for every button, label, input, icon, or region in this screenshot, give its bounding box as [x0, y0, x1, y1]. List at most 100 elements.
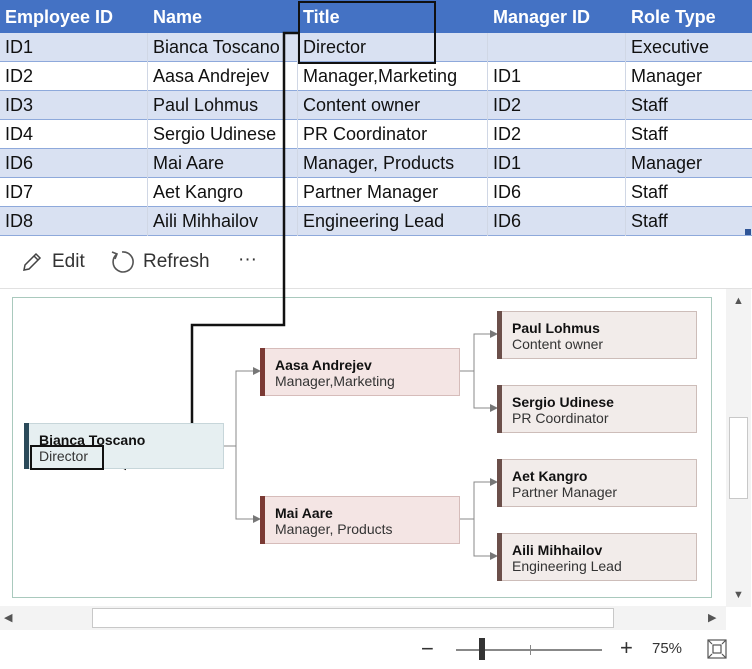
- org-node-staff[interactable]: Sergio Udinese PR Coordinator: [497, 385, 697, 433]
- header-title[interactable]: Title: [303, 7, 340, 27]
- node-name: Paul Lohmus: [512, 320, 600, 336]
- cell-employee-id[interactable]: ID1: [0, 33, 148, 62]
- cell-manager-id[interactable]: ID1: [488, 149, 626, 178]
- connector-manager1-staff-1: [460, 330, 498, 372]
- zoom-level-label: 75%: [652, 640, 683, 657]
- cell-title[interactable]: Manager, Products: [298, 149, 488, 178]
- cell-name[interactable]: Paul Lohmus: [148, 91, 298, 120]
- node-accent-bar: [497, 533, 502, 581]
- scroll-right-arrow-icon[interactable]: ▶: [708, 612, 717, 624]
- cell-employee-id[interactable]: ID4: [0, 120, 148, 149]
- cell-role-type[interactable]: Staff: [631, 211, 668, 231]
- scroll-left-arrow-icon[interactable]: ◀: [4, 612, 13, 624]
- org-node-staff[interactable]: Aili Mihhailov Engineering Lead: [497, 533, 697, 581]
- table-resize-handle[interactable]: [745, 229, 751, 235]
- toolbar-divider: [0, 288, 752, 289]
- zoom-slider-thumb[interactable]: [479, 638, 485, 660]
- cell-manager-id[interactable]: ID6: [488, 178, 626, 207]
- cell-title[interactable]: Manager,Marketing: [298, 62, 488, 91]
- cell-name[interactable]: Bianca Toscano: [148, 33, 298, 62]
- zoom-slider-midpoint: [530, 645, 531, 655]
- node-name: Aet Kangro: [512, 468, 588, 484]
- table-row[interactable]: ID6 Mai Aare Manager, Products ID1 Manag…: [0, 149, 752, 178]
- cell-manager-id[interactable]: ID1: [488, 62, 626, 91]
- table-row[interactable]: ID8 Aili Mihhailov Engineering Lead ID6 …: [0, 207, 752, 236]
- connector-manager2-staff-1: [460, 478, 498, 520]
- cell-manager-id[interactable]: ID2: [488, 91, 626, 120]
- cell-title[interactable]: Content owner: [298, 91, 488, 120]
- cell-role-type[interactable]: Manager: [631, 66, 703, 86]
- node-title: Director: [39, 448, 89, 464]
- more-options-button[interactable]: ···: [238, 246, 257, 274]
- table-row[interactable]: ID1 Bianca Toscano Director Executive: [0, 33, 752, 62]
- fit-to-window-icon[interactable]: [706, 638, 728, 660]
- header-name[interactable]: Name: [153, 7, 203, 27]
- cell-title[interactable]: Engineering Lead: [298, 207, 488, 236]
- cell-role-type[interactable]: Executive: [631, 37, 710, 57]
- node-accent-bar: [260, 496, 265, 544]
- zoom-bar: − + 75%: [0, 630, 752, 669]
- org-node-staff[interactable]: Aet Kangro Partner Manager: [497, 459, 697, 507]
- zoom-out-button[interactable]: −: [421, 636, 434, 661]
- org-node-manager[interactable]: Aasa Andrejev Manager,Marketing: [260, 348, 460, 396]
- org-node-staff[interactable]: Paul Lohmus Content owner: [497, 311, 697, 359]
- cell-name[interactable]: Sergio Udinese: [148, 120, 298, 149]
- cell-manager-id[interactable]: ID6: [488, 207, 626, 236]
- horizontal-scroll-thumb[interactable]: [92, 608, 614, 628]
- edit-button[interactable]: Edit: [20, 248, 85, 276]
- table-row[interactable]: ID7 Aet Kangro Partner Manager ID6 Staff: [0, 178, 752, 207]
- cell-employee-id[interactable]: ID7: [0, 178, 148, 207]
- node-name: Aasa Andrejev: [275, 357, 372, 373]
- employee-table: Employee ID Name Title Manager ID Role T…: [0, 0, 752, 236]
- cell-employee-id[interactable]: ID3: [0, 91, 148, 120]
- org-node-manager[interactable]: Mai Aare Manager, Products: [260, 496, 460, 544]
- node-name: Bianca Toscano: [39, 432, 146, 448]
- connector-root-manager-1: [224, 367, 261, 447]
- table-row[interactable]: ID3 Paul Lohmus Content owner ID2 Staff: [0, 91, 752, 120]
- cell-role-type[interactable]: Staff: [631, 95, 668, 115]
- header-employee-id[interactable]: Employee ID: [5, 7, 114, 27]
- node-title: Manager,Marketing: [275, 373, 395, 389]
- scroll-down-arrow-icon[interactable]: ▼: [733, 589, 744, 601]
- cell-name[interactable]: Aet Kangro: [148, 178, 298, 207]
- zoom-slider-track[interactable]: [456, 649, 602, 651]
- cell-title[interactable]: PR Coordinator: [298, 120, 488, 149]
- table-header-row: Employee ID Name Title Manager ID Role T…: [0, 0, 752, 33]
- zoom-in-button[interactable]: +: [620, 635, 633, 660]
- node-accent-bar: [497, 459, 502, 507]
- cell-name[interactable]: Aasa Andrejev: [148, 62, 298, 91]
- cell-role-type[interactable]: Manager: [631, 153, 703, 173]
- refresh-button[interactable]: Refresh: [109, 248, 210, 276]
- node-title: Manager, Products: [275, 521, 393, 537]
- connector-manager1-staff-2: [473, 371, 498, 412]
- visualizer-toolbar: Edit Refresh ···: [0, 236, 752, 288]
- edit-label: Edit: [52, 251, 85, 272]
- director-callout-box: [30, 445, 104, 470]
- cell-role-type[interactable]: Staff: [631, 124, 668, 144]
- horizontal-scrollbar[interactable]: ◀ ▶: [0, 606, 726, 630]
- header-role-type[interactable]: Role Type: [631, 7, 716, 27]
- cell-title[interactable]: Director: [298, 33, 488, 62]
- cell-manager-id[interactable]: [488, 33, 626, 62]
- more-options-icon: ···: [238, 249, 257, 270]
- cell-title[interactable]: Partner Manager: [298, 178, 488, 207]
- header-manager-id[interactable]: Manager ID: [493, 7, 591, 27]
- cell-employee-id[interactable]: ID2: [0, 62, 148, 91]
- node-title: Engineering Lead: [512, 558, 622, 574]
- vertical-scroll-thumb[interactable]: [729, 417, 748, 499]
- scroll-up-arrow-icon[interactable]: ▲: [733, 295, 744, 307]
- connector-manager2-staff-2: [473, 519, 498, 560]
- refresh-icon: [111, 251, 134, 273]
- cell-name[interactable]: Mai Aare: [148, 149, 298, 178]
- vertical-scrollbar[interactable]: ▲ ▼: [726, 289, 751, 607]
- table-row[interactable]: ID2 Aasa Andrejev Manager,Marketing ID1 …: [0, 62, 752, 91]
- node-title: Partner Manager: [512, 484, 618, 500]
- cell-role-type[interactable]: Staff: [631, 182, 668, 202]
- cell-name[interactable]: Aili Mihhailov: [148, 207, 298, 236]
- node-accent-bar: [260, 348, 265, 396]
- cell-employee-id[interactable]: ID6: [0, 149, 148, 178]
- node-accent-bar: [497, 311, 502, 359]
- cell-manager-id[interactable]: ID2: [488, 120, 626, 149]
- cell-employee-id[interactable]: ID8: [0, 207, 148, 236]
- table-row[interactable]: ID4 Sergio Udinese PR Coordinator ID2 St…: [0, 120, 752, 149]
